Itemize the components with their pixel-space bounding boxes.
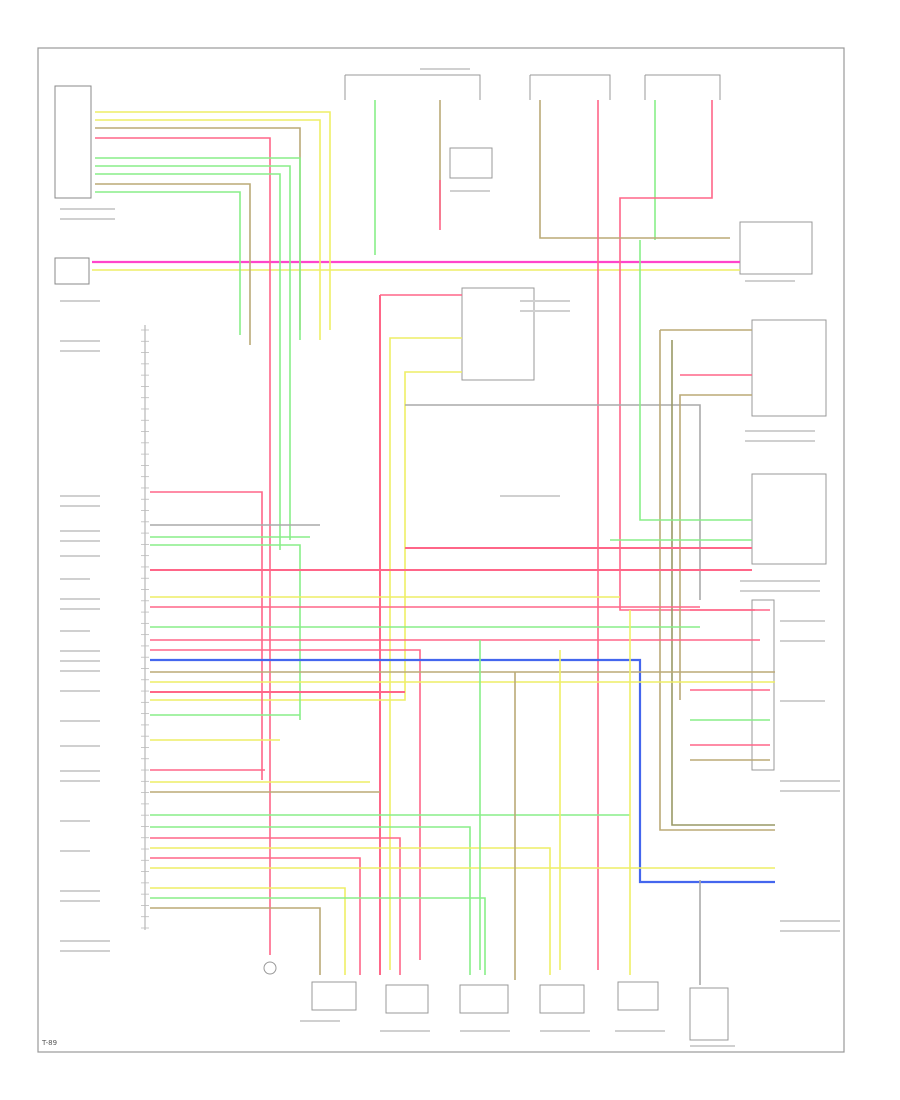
wires bbox=[92, 100, 775, 985]
illegible-label-mark bbox=[60, 350, 100, 352]
illegible-label-mark bbox=[60, 780, 100, 782]
illegible-label-mark bbox=[60, 598, 100, 600]
bottom-sensor-5 bbox=[617, 981, 659, 1011]
bottom-components bbox=[263, 961, 729, 1041]
illegible-label-mark bbox=[740, 590, 820, 592]
illegible-label-mark bbox=[60, 300, 100, 302]
footer-code: T-89 bbox=[41, 1039, 57, 1047]
illegible-label-mark bbox=[60, 505, 100, 507]
illegible-label-mark bbox=[60, 950, 110, 952]
illegible-label-mark bbox=[780, 930, 840, 932]
illegible-label-mark bbox=[60, 690, 100, 692]
illegible-label-mark bbox=[540, 1030, 590, 1032]
bottom-sensor-6 bbox=[689, 987, 729, 1041]
illegible-label-mark bbox=[380, 1030, 430, 1032]
illegible-label-mark bbox=[60, 578, 90, 580]
illegible-label-mark bbox=[60, 218, 115, 220]
illegible-label-mark bbox=[780, 620, 825, 622]
illegible-label-mark bbox=[60, 340, 100, 342]
illegible-label-marks bbox=[60, 68, 840, 1047]
illegible-label-mark bbox=[60, 900, 100, 902]
illegible-label-mark bbox=[500, 495, 560, 497]
bottom-sensor-1 bbox=[311, 981, 357, 1011]
illegible-label-mark bbox=[60, 720, 100, 722]
illegible-label-mark bbox=[60, 608, 100, 610]
illegible-label-mark bbox=[60, 650, 100, 652]
bottom-sensor-3 bbox=[459, 984, 509, 1014]
illegible-label-mark bbox=[60, 555, 100, 557]
illegible-label-mark bbox=[780, 700, 825, 702]
diagram-frame bbox=[37, 47, 845, 1053]
illegible-label-mark bbox=[745, 430, 815, 432]
illegible-label-mark bbox=[60, 540, 100, 542]
top-fuse-panel bbox=[344, 74, 827, 771]
illegible-label-mark bbox=[300, 1020, 340, 1022]
illegible-label-mark bbox=[60, 208, 115, 210]
illegible-label-mark bbox=[60, 890, 100, 892]
illegible-label-mark bbox=[780, 780, 840, 782]
ground-symbol bbox=[263, 961, 277, 975]
illegible-label-mark bbox=[60, 495, 100, 497]
illegible-label-mark bbox=[745, 280, 795, 282]
illegible-label-mark bbox=[740, 580, 820, 582]
illegible-label-mark bbox=[60, 745, 100, 747]
illegible-label-mark bbox=[615, 1030, 665, 1032]
illegible-label-mark bbox=[450, 190, 490, 192]
illegible-label-mark bbox=[60, 630, 90, 632]
illegible-label-mark bbox=[60, 670, 100, 672]
illegible-label-mark bbox=[745, 440, 815, 442]
illegible-label-mark bbox=[780, 920, 840, 922]
illegible-label-mark bbox=[60, 530, 100, 532]
illegible-label-mark bbox=[520, 300, 570, 302]
illegible-label-mark bbox=[520, 310, 570, 312]
illegible-label-mark bbox=[60, 820, 90, 822]
left-small-sensor bbox=[54, 257, 90, 285]
illegible-label-mark bbox=[780, 790, 840, 792]
left-top-connector bbox=[54, 85, 92, 199]
illegible-label-mark bbox=[690, 1045, 735, 1047]
bottom-sensor-2 bbox=[385, 984, 429, 1014]
illegible-label-mark bbox=[60, 770, 100, 772]
illegible-label-mark bbox=[780, 640, 825, 642]
illegible-label-mark bbox=[60, 660, 100, 662]
illegible-label-mark bbox=[420, 68, 470, 70]
ecm-pin-ticks bbox=[141, 329, 149, 929]
illegible-label-mark bbox=[60, 940, 110, 942]
illegible-label-mark bbox=[460, 1030, 510, 1032]
bottom-sensor-4 bbox=[539, 984, 585, 1014]
illegible-label-mark bbox=[60, 850, 90, 852]
